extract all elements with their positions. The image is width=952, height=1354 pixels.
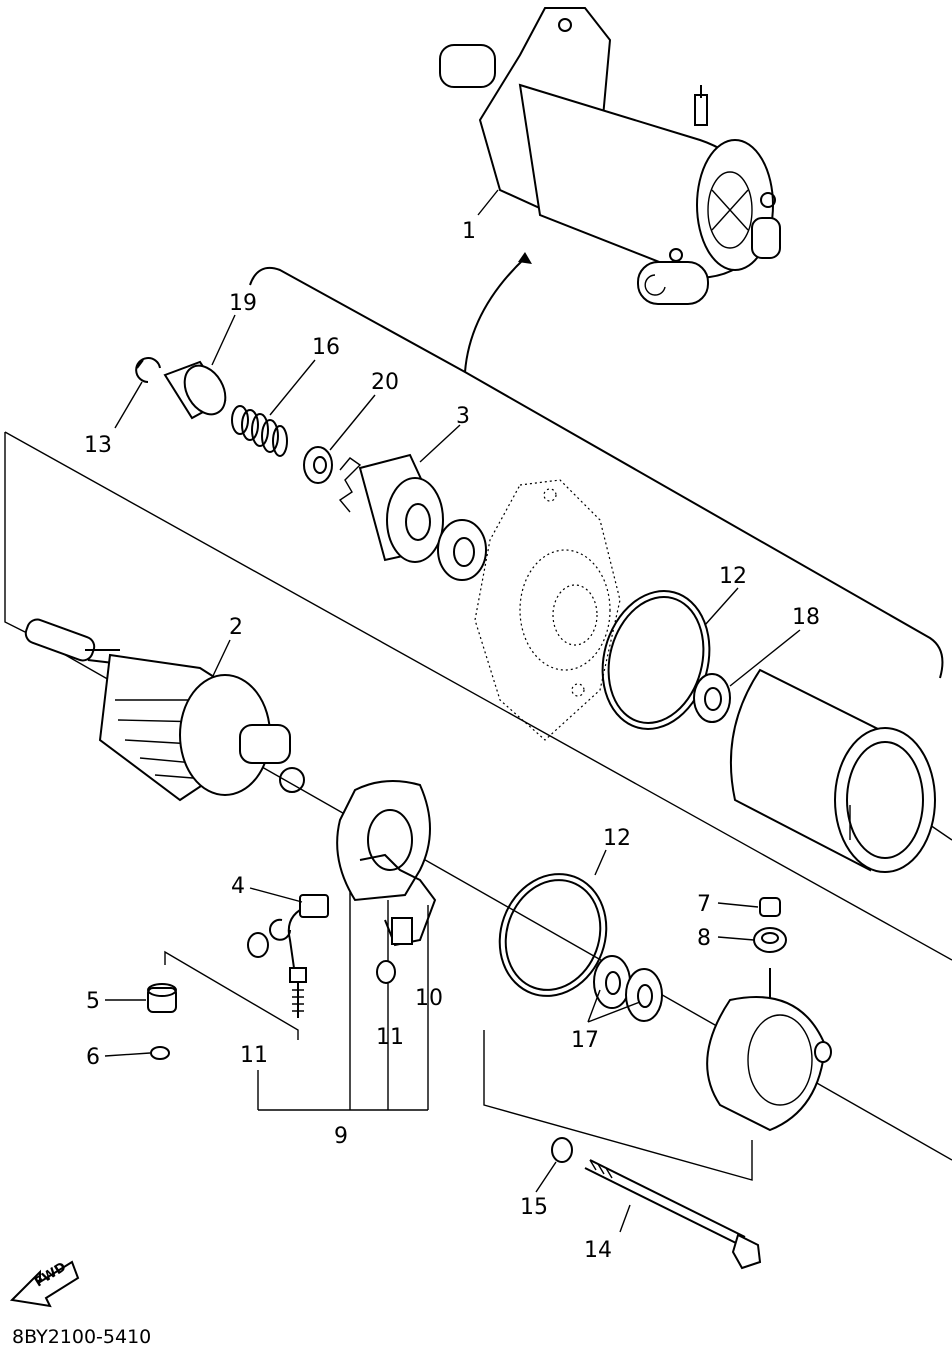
callout-8: 8 — [697, 926, 711, 951]
part-16-spring — [231, 405, 288, 457]
callout-20: 20 — [371, 370, 399, 395]
part-20-washer — [303, 446, 333, 484]
callout-6: 6 — [86, 1045, 100, 1070]
part-2-armature — [24, 618, 305, 802]
part-12-o-ring-upper — [601, 590, 711, 730]
part-15-washer — [551, 1137, 573, 1163]
part-8-nut — [753, 927, 787, 953]
callout-13: 13 — [84, 433, 112, 458]
callout-10: 10 — [415, 986, 443, 1011]
callout-16: 16 — [312, 335, 340, 360]
part-5-nut — [147, 983, 177, 1013]
part-12-o-ring-lower — [498, 873, 608, 997]
part-11-washer-right — [376, 960, 396, 984]
callout-12-lower: 12 — [603, 826, 631, 851]
callout-11-left: 11 — [240, 1043, 268, 1068]
part-3-starter-clutch — [338, 453, 444, 563]
part-18-washer — [693, 673, 731, 723]
callout-labels: 1 2 3 4 5 6 7 8 9 10 11 11 11 12 12 13 1… — [84, 219, 820, 1263]
part-19-bushing — [163, 360, 227, 420]
callout-2: 2 — [229, 615, 243, 640]
part-6-washer — [150, 1046, 170, 1060]
part-17-washers — [593, 955, 663, 1022]
callout-3: 3 — [456, 404, 470, 429]
part-4-brush — [269, 894, 329, 976]
callout-18: 18 — [792, 605, 820, 630]
diagram-code: 8BY2100-5410 — [12, 1326, 151, 1348]
callout-14: 14 — [584, 1238, 612, 1263]
fwd-arrow: FWD — [9, 1260, 80, 1308]
part-11-washer-left — [247, 932, 269, 958]
callout-17: 17 — [571, 1028, 599, 1053]
front-cover — [474, 479, 621, 741]
callout-1: 1 — [462, 219, 476, 244]
terminal-bolt — [289, 967, 307, 1018]
callout-11-right: 11 — [376, 1025, 404, 1050]
part-starter-motor-assembly — [439, 7, 781, 305]
callout-leaders — [104, 189, 801, 1233]
callout-7: 7 — [697, 892, 711, 917]
callout-5: 5 — [86, 989, 100, 1014]
callout-15: 15 — [520, 1195, 548, 1220]
part-13-circlip — [135, 357, 161, 383]
callout-12-upper: 12 — [719, 564, 747, 589]
callout-9: 9 — [334, 1124, 348, 1149]
part-14-long-bolt — [584, 1159, 762, 1270]
brush-plate — [336, 780, 437, 947]
callout-4: 4 — [231, 874, 245, 899]
part-7-cap-nut — [759, 897, 781, 917]
yoke-housing — [729, 668, 936, 873]
washer — [437, 519, 487, 581]
callout-19: 19 — [229, 291, 257, 316]
rear-cover — [706, 968, 832, 1132]
